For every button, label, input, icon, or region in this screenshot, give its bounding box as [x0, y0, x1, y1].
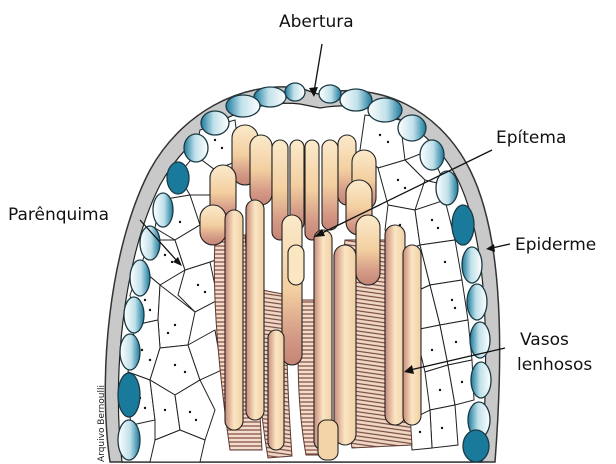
leader-epiderme: [492, 244, 510, 248]
label-vasos: Vasos: [520, 330, 569, 350]
label-parenquima: Parênquima: [8, 205, 109, 225]
label-lenhosos: lenhosos: [517, 355, 592, 375]
leader-abertura: [314, 44, 322, 92]
label-epitema: Epítema: [496, 128, 566, 148]
label-epiderme: Epiderme: [515, 235, 596, 255]
label-abertura: Abertura: [279, 12, 354, 32]
credit-text: Arquivo Bernoulli: [97, 385, 107, 462]
